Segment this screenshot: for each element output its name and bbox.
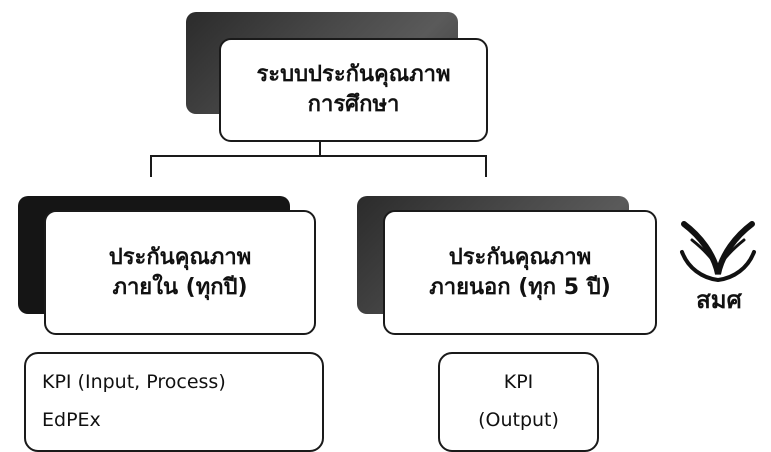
right-box: ประกันคุณภาพ ภายนอก (ทุก 5 ปี) [383,210,657,335]
right-kpi-box: KPI (Output) [438,352,599,452]
right-kpi-line1: KPI [503,371,534,394]
connector-horizontal [150,155,487,157]
right-kpi-line2: (Output) [478,409,559,431]
top-box-line1: ระบบประกันคุณภาพ [256,62,451,88]
connector-right-drop [485,155,487,177]
left-box-line2: ภายใน (ทุกปี) [112,274,248,300]
onesqa-logo-graphic [680,221,756,283]
top-box-line2: การศึกษา [307,92,400,117]
left-kpi-line2: EdPEx [42,409,101,431]
onesqa-logo-text: สมศ [696,286,742,314]
left-kpi-line1: KPI (Input, Process) [42,371,226,394]
right-box-line2: ภายนอก (ทุก 5 ปี) [429,274,611,300]
onesqa-logo-icon [678,218,758,308]
connector-left-drop [150,155,152,177]
left-box-line1: ประกันคุณภาพ [108,244,252,270]
connector-vertical-top [319,140,321,156]
right-box-line1: ประกันคุณภาพ [448,244,592,270]
left-kpi-box: KPI (Input, Process) EdPEx [24,352,324,452]
left-box: ประกันคุณภาพ ภายใน (ทุกปี) [44,210,316,335]
top-box: ระบบประกันคุณภาพ การศึกษา [219,38,488,142]
